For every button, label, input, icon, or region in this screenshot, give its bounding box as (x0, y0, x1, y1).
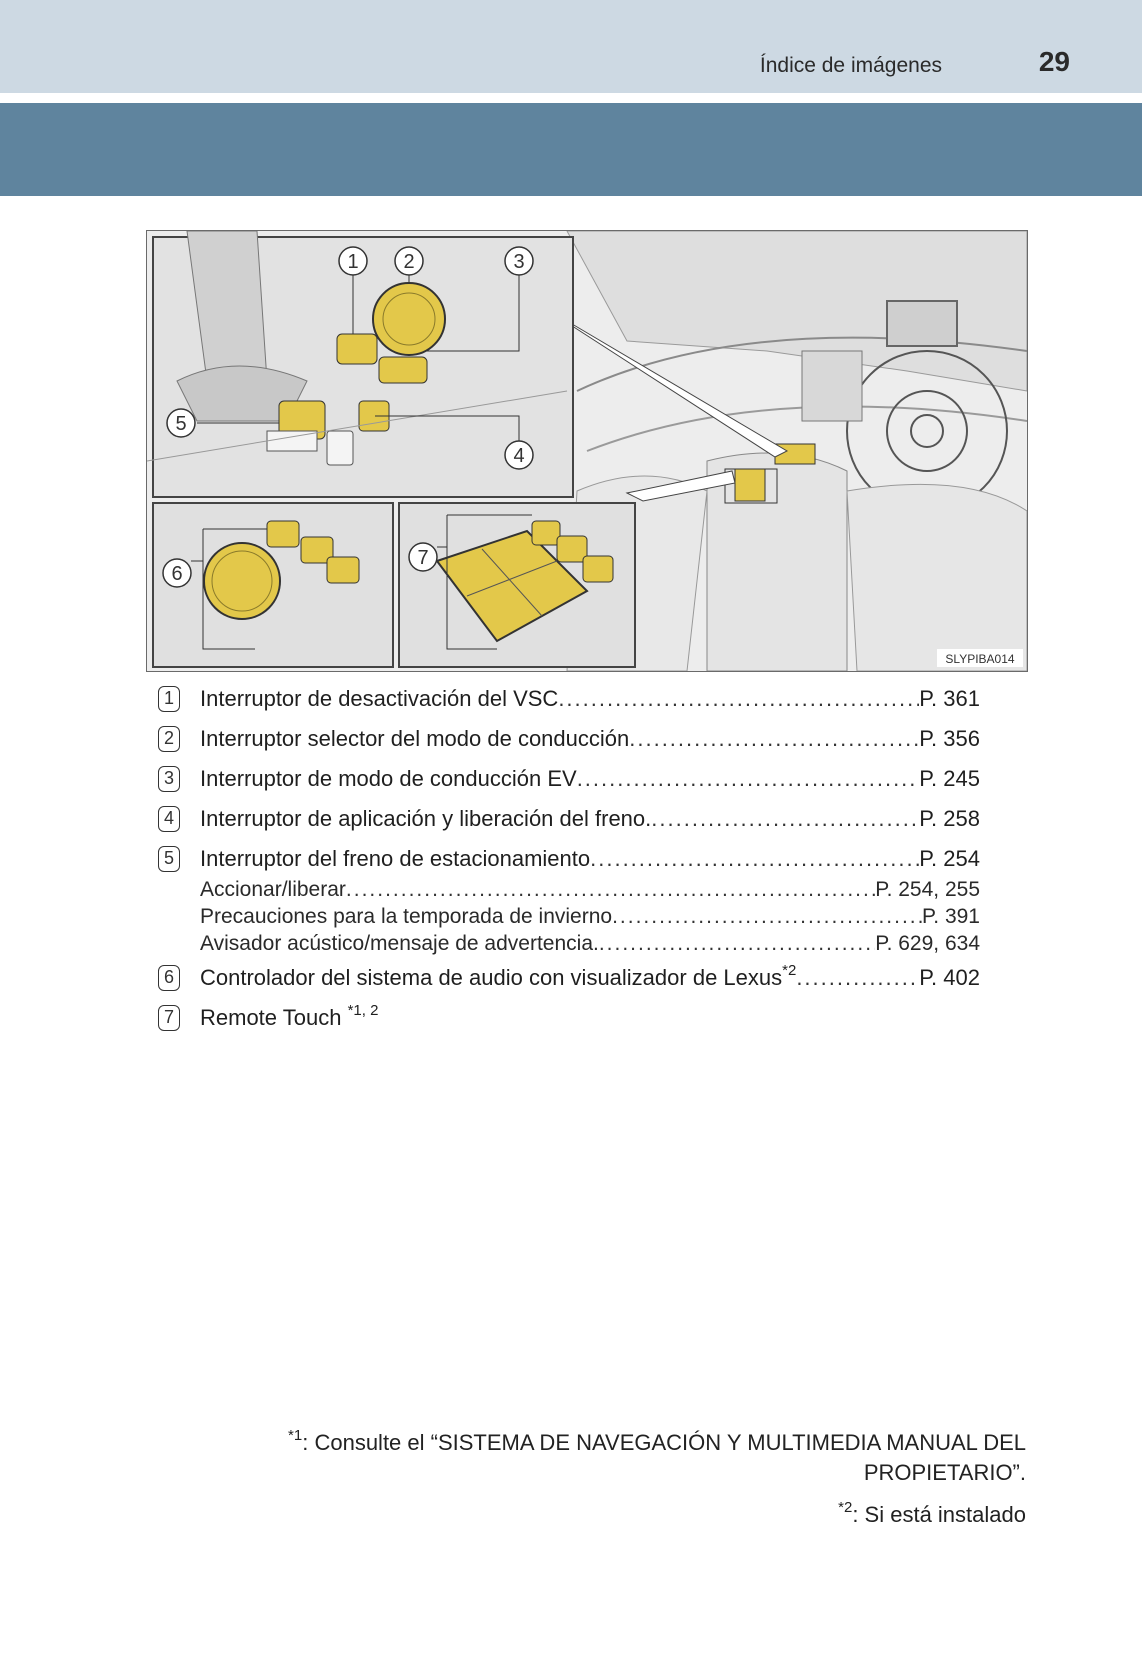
page-reference-link[interactable]: P. 356 (919, 726, 980, 751)
footnote-marker: *2 (782, 962, 797, 979)
list-item: 3 Interruptor de modo de conducción EV P… (158, 762, 980, 802)
footnote-marker: *1, 2 (347, 1002, 379, 1019)
page-reference-link[interactable]: P. 258 (919, 806, 980, 831)
callout-4: 4 (513, 445, 524, 467)
callout-markers (162, 246, 534, 588)
dot-leader (558, 682, 919, 716)
page-reference-link[interactable]: P. 391 (921, 905, 980, 928)
dot-leader (577, 762, 920, 796)
inset-audio-controller (152, 502, 394, 668)
item-label: Interruptor de aplicación y liberación d… (200, 806, 652, 831)
list-item: 1 Interruptor de desactivación del VSC P… (158, 682, 980, 722)
page-reference-link[interactable]: P. 254, 255 (875, 878, 980, 901)
item-label: Remote Touch *1, 2 (200, 1001, 378, 1035)
header-separator (0, 93, 1142, 103)
footnote-2: *2: Si está instalado (626, 1500, 1026, 1530)
chapter-band (0, 103, 1142, 196)
display-screen (886, 300, 958, 347)
page-reference-link[interactable]: P. 361 (919, 686, 980, 711)
item-label: Controlador del sistema de audio con vis… (200, 961, 796, 995)
sub-item-label: Precauciones para la temporada de invier… (200, 905, 613, 928)
item-number: 2 (158, 726, 180, 752)
sub-item-label: Accionar/liberar (200, 878, 346, 901)
item-number: 3 (158, 766, 180, 792)
footnote-mark: *1 (288, 1427, 303, 1444)
sub-item: Avisador acústico/mensaje de advertencia… (158, 930, 980, 957)
page-reference-link[interactable]: P. 254 (919, 846, 980, 871)
page-reference-link[interactable]: P. 245 (919, 766, 980, 791)
list-item: 6 Controlador del sistema de audio con v… (158, 961, 980, 1001)
item-number: 5 (158, 846, 180, 872)
dot-leader (590, 842, 919, 876)
interior-illustration: 1 2 3 4 5 6 7 SLYPIBA014 (146, 230, 1028, 672)
dot-leader (651, 802, 919, 836)
callout-2: 2 (403, 251, 414, 273)
item-label-text: Controlador del sistema de audio con vis… (200, 965, 783, 990)
inset-remote-touch (398, 502, 636, 668)
sub-item: Precauciones para la temporada de invier… (158, 903, 980, 930)
dot-leader (599, 930, 875, 957)
list-item: 4 Interruptor de aplicación y liberación… (158, 802, 980, 842)
item-label: Interruptor de desactivación del VSC (200, 686, 559, 711)
list-item: 2 Interruptor selector del modo de condu… (158, 722, 980, 762)
callout-6: 6 (171, 563, 182, 585)
item-number: 6 (158, 965, 180, 991)
dot-leader (346, 876, 875, 903)
item-label: Interruptor del freno de estacionamiento (200, 846, 591, 871)
callout-5: 5 (175, 413, 186, 435)
dot-leader (629, 722, 919, 756)
center-panel (801, 350, 863, 422)
figure-code: SLYPIBA014 (945, 652, 1014, 666)
item-number: 7 (158, 1005, 180, 1031)
sub-item-label: Avisador acústico/mensaje de advertencia… (200, 932, 599, 955)
illustration-svg: 1 2 3 4 5 6 7 SLYPIBA014 (147, 231, 1027, 671)
callout-7: 7 (417, 547, 428, 569)
page-reference-link[interactable]: P. 402 (919, 965, 980, 990)
callout-1: 1 (347, 251, 358, 273)
item-number: 1 (158, 686, 180, 712)
page-reference-link[interactable]: P. 629, 634 (875, 932, 980, 955)
dot-leader (796, 961, 919, 995)
item-label: Interruptor selector del modo de conducc… (200, 726, 630, 751)
sub-item: Accionar/liberar P. 254, 255 (158, 876, 980, 903)
list-item: 7 Remote Touch *1, 2 (158, 1001, 980, 1041)
list-item: 5 Interruptor del freno de estacionamien… (158, 842, 980, 882)
inset-shift-area (147, 231, 574, 498)
seat-right (846, 483, 1027, 671)
item-list: 1 Interruptor de desactivación del VSC P… (158, 682, 980, 1041)
sub-item-list: Accionar/liberar P. 254, 255 Precaucione… (158, 876, 980, 957)
footnote-1: *1: Consulte el “SISTEMA DE NAVEGACIÓN Y… (206, 1428, 1026, 1488)
item-label: Interruptor de modo de conducción EV (200, 766, 577, 791)
footnote-text: : Consulte el “SISTEMA DE NAVEGACIÓN Y M… (302, 1430, 1026, 1485)
page-number: 29 (1038, 46, 1070, 77)
item-label-text: Remote Touch (200, 1005, 348, 1030)
dot-leader (612, 903, 922, 930)
footnote-text: : Si está instalado (852, 1502, 1026, 1527)
item-number: 4 (158, 806, 180, 832)
section-title: Índice de imágenes (759, 54, 942, 77)
header-band (0, 0, 1142, 93)
callout-3: 3 (513, 251, 524, 273)
footnote-mark: *2 (838, 1499, 853, 1516)
